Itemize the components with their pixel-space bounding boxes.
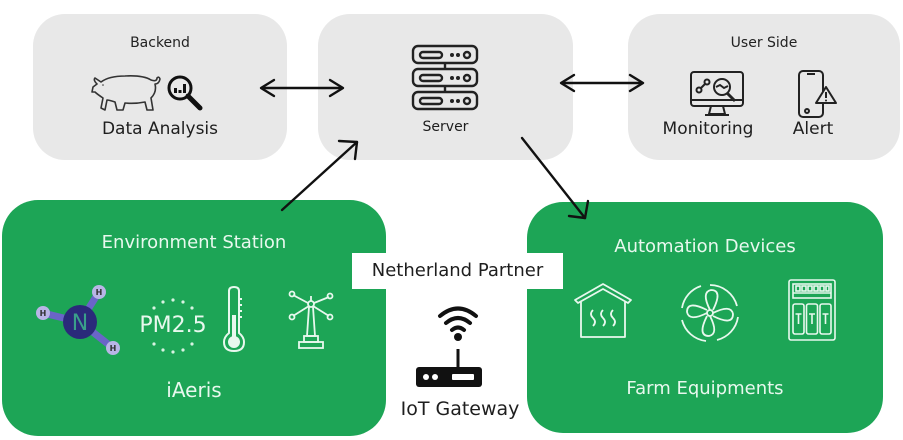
server-rack-icon — [411, 44, 479, 111]
netherland-partner-label: Netherland Partner — [352, 253, 563, 289]
svg-text:H: H — [40, 309, 47, 318]
automation-devices-node: Automation Devices — [527, 202, 883, 433]
user-side-node: User Side Monitoring Alert — [628, 14, 900, 160]
server-node: Server — [318, 14, 573, 160]
environment-station-node: Environment Station N H H H PM2.5 — [2, 200, 386, 436]
server-label: Server — [422, 119, 469, 135]
analytics-magnifier-icon — [167, 75, 203, 111]
alert-label: Alert — [792, 119, 834, 139]
iaeris-label: iAeris — [166, 378, 222, 402]
pm25-icon: PM2.5 — [136, 294, 210, 358]
weather-station-icon — [288, 290, 334, 349]
thermometer-icon — [222, 285, 246, 353]
pm25-text: PM2.5 — [139, 313, 207, 338]
backend-title: Backend — [130, 35, 190, 51]
svg-text:H: H — [96, 288, 103, 297]
control-panel-icon — [788, 279, 836, 341]
phone-alert-icon — [798, 70, 837, 118]
pig-icon — [91, 75, 161, 111]
ammonia-molecule-icon: N H H H — [36, 285, 120, 355]
heated-house-icon — [574, 283, 632, 338]
nitrogen-label: N — [72, 311, 88, 336]
ventilation-fan-icon — [681, 284, 739, 342]
svg-text:H: H — [110, 344, 117, 353]
farm-equipments-label: Farm Equipments — [626, 378, 784, 399]
arrow-environment-to-server — [280, 139, 359, 212]
automation-devices-title: Automation Devices — [614, 236, 796, 257]
wifi-router-icon — [416, 306, 482, 387]
arrow-server-user-side — [559, 73, 645, 93]
arrow-server-to-automation — [520, 136, 590, 220]
user-side-title: User Side — [730, 35, 798, 51]
monitor-analytics-icon — [690, 71, 744, 116]
environment-station-title: Environment Station — [101, 232, 287, 253]
monitoring-label: Monitoring — [662, 119, 754, 139]
backend-node: Backend Data Analysis — [33, 14, 287, 160]
iot-gateway-label: IoT Gateway — [400, 398, 520, 420]
backend-label: Data Analysis — [101, 119, 219, 139]
arrow-backend-server — [259, 78, 345, 98]
